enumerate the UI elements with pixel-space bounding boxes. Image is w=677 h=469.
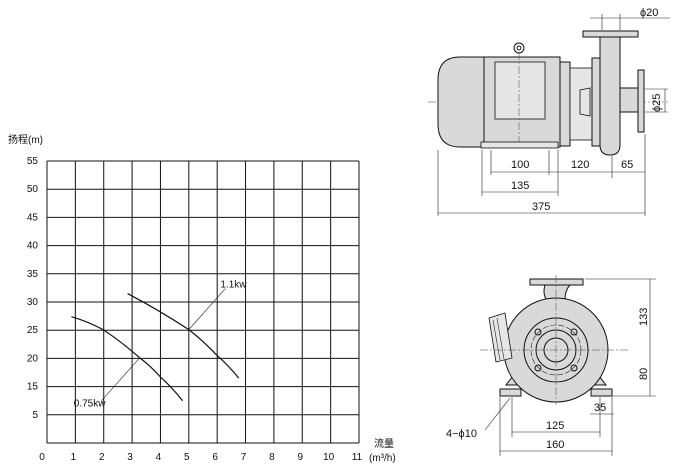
series-label: 0.75kw — [74, 399, 106, 410]
x-tick-label: 5 — [184, 452, 190, 463]
pump-side-view: ϕ20 ϕ25 100 120 65 135 375 — [428, 7, 670, 216]
dim-35: 35 — [594, 402, 606, 414]
dim-133: 133 — [638, 308, 650, 326]
annotation-leader — [101, 357, 140, 401]
dim-375: 375 — [532, 201, 550, 213]
terminal-box — [494, 61, 546, 120]
eye-bolt — [513, 42, 525, 54]
x-tick-label: 0 — [39, 452, 45, 463]
dim-inlet-dia: ϕ20 — [640, 7, 658, 19]
y-tick-label: 45 — [27, 212, 39, 223]
series-curve-1-1kw — [127, 293, 240, 379]
motor-flange — [559, 61, 571, 147]
annotation-leader — [188, 288, 226, 330]
dim-80: 80 — [638, 368, 650, 380]
outlet-flange — [637, 69, 645, 133]
pump-volute — [599, 36, 621, 156]
leader-line — [484, 397, 511, 431]
pump-front-view: 133 80 35 125 160 4−ϕ10 — [446, 275, 656, 456]
x-axis-label-name: 流量 — [374, 437, 394, 450]
x-tick-label: 8 — [269, 452, 275, 463]
y-tick-label: 35 — [27, 269, 39, 280]
x-tick-label: 2 — [99, 452, 105, 463]
y-tick-label: 5 — [32, 410, 38, 421]
y-tick-label: 30 — [27, 297, 39, 308]
dim-125: 125 — [546, 420, 564, 432]
x-tick-label: 7 — [241, 452, 247, 463]
outlet-pipe — [619, 87, 639, 113]
y-tick-label: 20 — [27, 353, 39, 364]
y-tick-labels: 55 50 45 40 35 30 25 20 15 5 — [27, 156, 39, 421]
foot-right — [590, 388, 613, 397]
y-tick-label: 55 — [27, 156, 39, 167]
dim-65: 65 — [621, 159, 633, 171]
motor-fan-cover — [437, 56, 485, 148]
x-tick-label: 9 — [297, 452, 303, 463]
dim-160: 160 — [546, 439, 564, 451]
bolt-hole — [570, 364, 578, 372]
dim-outlet-dia: ϕ25 — [651, 94, 663, 112]
outlet-line — [496, 317, 505, 360]
x-tick-label: 4 — [156, 452, 162, 463]
bolt-hole — [570, 328, 578, 336]
series-label: 1.1kw — [220, 279, 247, 290]
dim-mount-holes: 4−ϕ10 — [446, 428, 477, 440]
y-tick-label: 25 — [27, 325, 39, 336]
eye-bolt-hole — [516, 45, 522, 51]
motor-foot — [480, 141, 559, 149]
bolt-hole — [534, 364, 542, 372]
shaft-seal — [579, 87, 591, 117]
top-flange — [529, 278, 584, 286]
x-tick-labels: 0 1 2 3 4 5 6 7 8 9 10 11 — [39, 452, 362, 463]
inlet-flange — [582, 30, 639, 38]
y-tick-label: 40 — [27, 241, 39, 252]
x-tick-label: 1 — [71, 452, 77, 463]
bolt-hole — [534, 328, 542, 336]
x-tick-label: 10 — [323, 452, 335, 463]
outlet-line — [492, 319, 501, 361]
y-tick-label: 50 — [27, 184, 39, 195]
y-tick-label: 15 — [27, 382, 39, 393]
x-tick-label: 3 — [127, 452, 133, 463]
pump-flange — [591, 57, 601, 147]
y-axis-label: 扬程(m) — [8, 133, 43, 146]
chart-series: 0.75kw 1.1kw — [71, 279, 247, 410]
foot-left — [499, 388, 522, 397]
dim-120: 120 — [571, 159, 589, 171]
dim-100: 100 — [511, 159, 529, 171]
dim-135: 135 — [511, 180, 529, 192]
chart-grid — [46, 160, 360, 444]
x-tick-label: 11 — [352, 452, 363, 463]
x-tick-label: 6 — [212, 452, 218, 463]
x-axis-label-unit: (m³/h) — [369, 453, 396, 464]
